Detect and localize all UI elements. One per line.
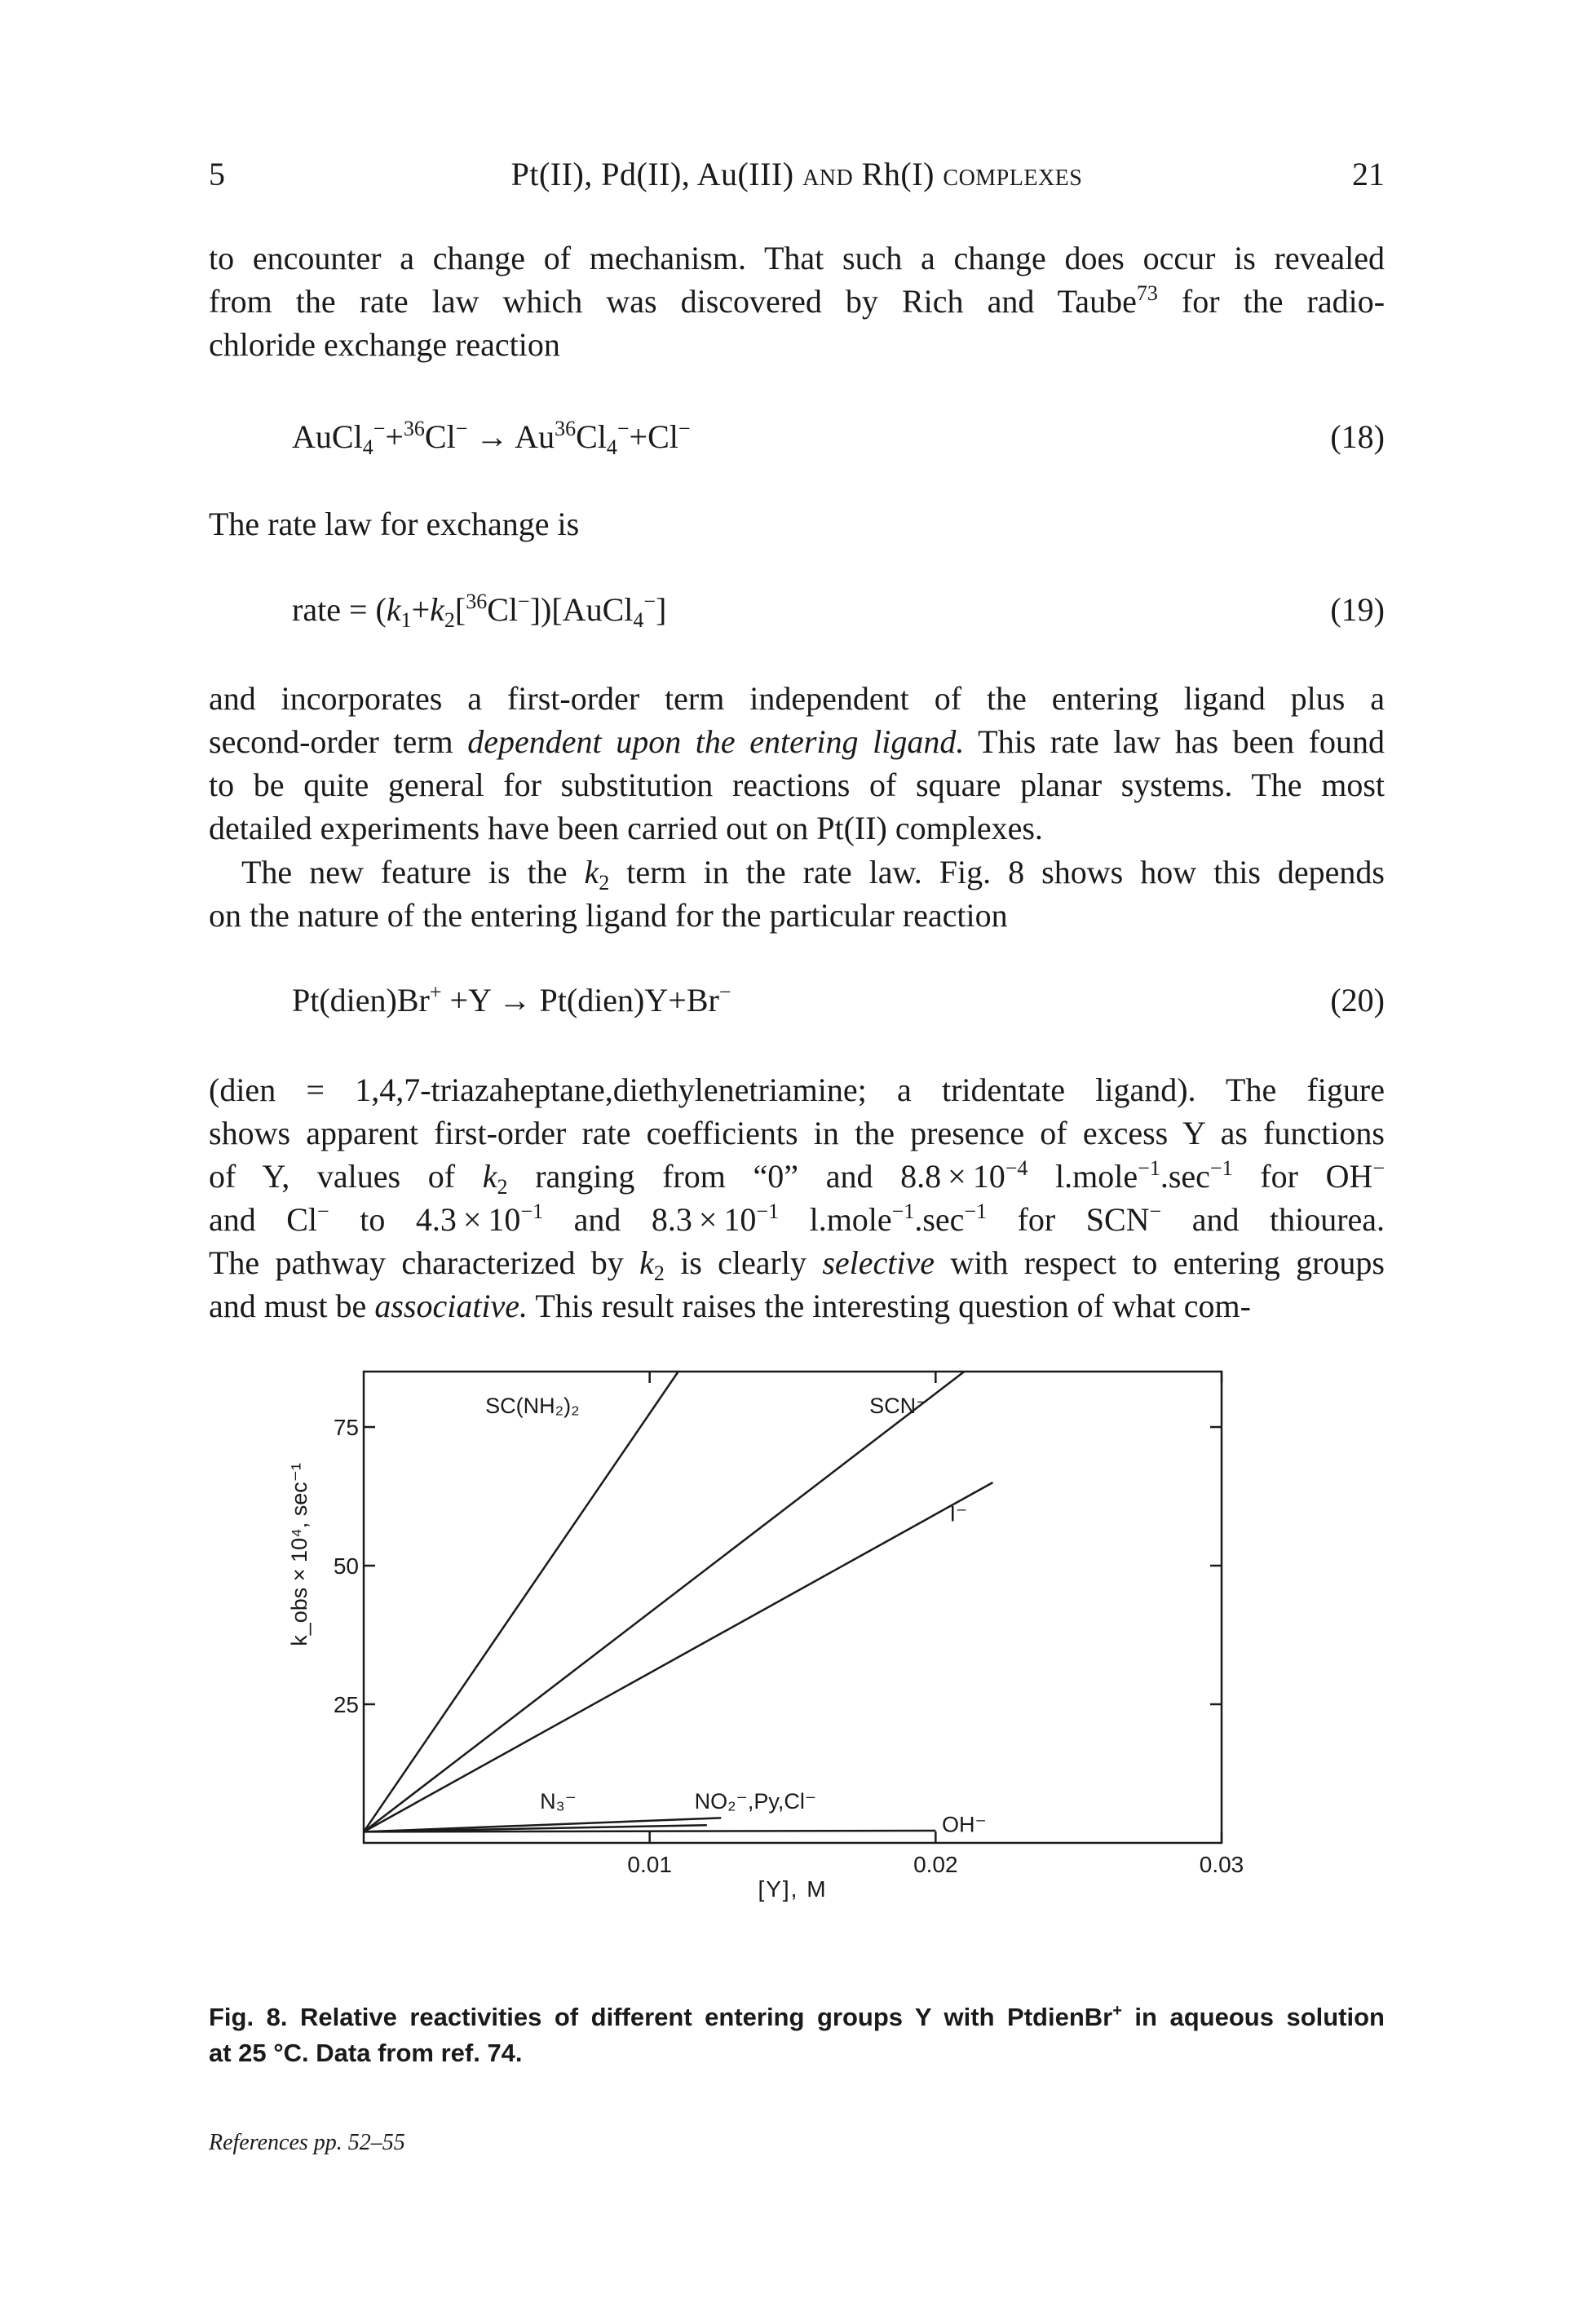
series-line-0 <box>362 1371 679 1833</box>
para4-line-1: (dien = 1,4,7-triazaheptane,diethylenetr… <box>209 1071 1385 1108</box>
equation-19: rate = (k1+k2[36Cl−])[AuCl4−] (19) <box>292 590 1385 631</box>
para3-line-1: The new feature is the k2 term in the ra… <box>241 854 1385 895</box>
rate-intro-line: The rate law for exchange is <box>209 506 580 542</box>
x-axis-title: [Y], M <box>758 1876 827 1902</box>
series-line-1 <box>363 1371 966 1833</box>
x-tick-label-0.01: 0.01 <box>627 1852 672 1877</box>
equation-20-expression: Pt(dien)Br+ +Y → Pt(dien)Y+Br− <box>292 980 731 1019</box>
paragraph-1: to encounter a change of mechanism. That… <box>209 236 1385 366</box>
equation-20: Pt(dien)Br+ +Y → Pt(dien)Y+Br− (20) <box>292 981 1385 1022</box>
paragraph-3: The new feature is the k2 term in the ra… <box>209 851 1385 937</box>
caption-line-2: at 25 °C. Data from ref. 74. <box>209 2039 523 2067</box>
series-label-5: OH⁻ <box>942 1812 987 1836</box>
y-tick-label-75: 75 <box>334 1415 359 1440</box>
para2-line-3: to be quite general for substitution rea… <box>209 767 1385 803</box>
para4-line-5: The pathway characterized by k2 is clear… <box>209 1244 1385 1285</box>
series-line-2 <box>363 1481 994 1833</box>
series-label-4: NO₂⁻,Py,Cl⁻ <box>695 1789 817 1814</box>
paragraph-2: and incorporates a first-order term inde… <box>209 677 1385 850</box>
para2-line-2: second-order term dependent upon the ent… <box>209 723 1385 760</box>
figure-8-chart: 0.01 0.02 0.03 25 50 75 SC(NH₂)₂ SCN⁻ I⁻ N₃⁻ NO₂⁻,… <box>287 1370 1244 1902</box>
equation-19-number: (19) <box>1330 591 1385 628</box>
para4-line-3: of Y, values of k2 ranging from “0” and … <box>209 1156 1385 1199</box>
equation-18: AuCl4−+36Cl− → Au36Cl4−+Cl− (18) <box>292 418 1385 458</box>
y-tick-label-25: 25 <box>334 1692 359 1717</box>
para3-line-2: on the nature of the entering ligand for… <box>209 897 1008 934</box>
equation-20-number: (20) <box>1330 982 1385 1018</box>
figure-caption: Fig. 8. Relative reactivities of differe… <box>209 1999 1385 2071</box>
para2-line-1: and incorporates a first-order term inde… <box>209 680 1385 717</box>
series-label-1: SCN⁻ <box>869 1394 927 1418</box>
equation-18-number: (18) <box>1330 418 1385 455</box>
paragraph-4: (dien = 1,4,7-triazaheptane,diethylenetr… <box>209 1068 1385 1328</box>
axis-ticks <box>364 1372 1223 1843</box>
series-label-0: SC(NH₂)₂ <box>485 1394 579 1418</box>
x-tick-label-0.03: 0.03 <box>1200 1852 1244 1877</box>
chart-labels: 0.01 0.02 0.03 25 50 75 SC(NH₂)₂ SCN⁻ I⁻ N₃⁻ NO₂⁻,… <box>287 1394 1244 1902</box>
series-lines <box>362 1371 994 1833</box>
chapter-number: 5 <box>209 156 225 192</box>
para1-line-1: to encounter a change of mechanism. That… <box>209 240 1385 276</box>
equation-18-expression: AuCl4−+36Cl− → Au36Cl4−+Cl− <box>292 417 691 459</box>
equation-19-expression: rate = (k1+k2[36Cl−])[AuCl4−] <box>292 590 667 632</box>
plot-frame <box>362 1370 1223 1845</box>
paragraph-rate-intro: The rate law for exchange is <box>209 502 1385 546</box>
y-axis-title: k_obs × 10⁴, sec⁻¹ <box>287 1463 312 1646</box>
y-tick-label-50: 50 <box>334 1553 359 1579</box>
para4-line-2: shows apparent first-order rate coeffici… <box>209 1115 1385 1151</box>
plot-area-border <box>362 1370 1223 1845</box>
series-label-2: I⁻ <box>950 1502 968 1527</box>
x-tick-label-0.02: 0.02 <box>913 1852 958 1877</box>
para1-line-3: chloride exchange reaction <box>209 326 560 363</box>
running-header: 5 Pt(II), Pd(II), Au(III) and Rh(I) comp… <box>209 155 1385 196</box>
running-title: Pt(II), Pd(II), Au(III) and Rh(I) comple… <box>510 156 1083 192</box>
para4-line-6: and must be associative. This result rai… <box>209 1288 1251 1324</box>
series-label-3: N₃⁻ <box>540 1789 577 1814</box>
series-line-3 <box>363 1817 722 1833</box>
page-number: 21 <box>1352 156 1385 192</box>
para4-line-4: and Cl− to 4.3 × 10−1 and 8.3 × 10−1 l.m… <box>209 1200 1385 1239</box>
references-footer: References pp. 52–55 <box>209 2130 405 2155</box>
caption-line-1: Fig. 8. Relative reactivities of differe… <box>209 2002 1385 2031</box>
para1-line-2: from the rate law which was discovered b… <box>209 281 1385 320</box>
para2-line-4: detailed experiments have been carried o… <box>209 810 1043 846</box>
